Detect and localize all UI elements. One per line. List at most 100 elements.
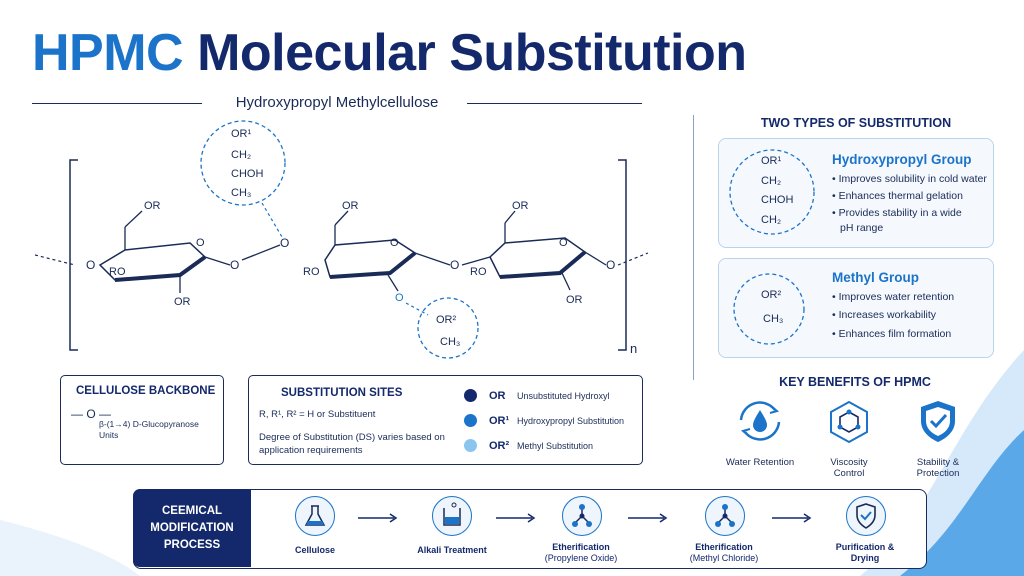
types-heading: TWO TYPES OF SUBSTITUTION: [760, 116, 952, 130]
benefit-water-retention: Water Retention: [725, 398, 795, 473]
subtitle: Hydroxypropyl Methylcellulose: [235, 94, 439, 111]
step-5-circle: [846, 496, 886, 536]
hp-formula-4: CH₂: [761, 214, 782, 226]
step-3-title: Etherification: [552, 542, 610, 552]
me-bullet-2: • Increases workability: [832, 309, 937, 321]
hydroxypropyl-formula-circle: [729, 149, 815, 235]
cellulose-backbone-box: CELLULOSE BACKBONE — O — β-(1→4) D-Gluco…: [60, 375, 224, 465]
chain-end-left: [34, 254, 76, 266]
methyl-formula-circle: [733, 273, 805, 345]
repeat-n: n: [630, 341, 637, 356]
me-label-2: CH₃: [440, 336, 460, 348]
process-step-4: Etherification (Methyl Chloride): [681, 496, 767, 566]
glucose-ring-2: OR O RO O: [303, 200, 451, 304]
bracket-right: [618, 159, 627, 351]
sites-title: SUBSTITUTION SITES: [281, 387, 403, 399]
molecule-icon: [715, 504, 735, 527]
ring2-o: O: [390, 237, 399, 249]
hp-bullet-3: • Provides stability in a wide: [832, 207, 962, 219]
hydroxypropyl-highlight-circle: [200, 120, 286, 206]
sites-line1: R, R¹, R² = H or Substituent: [259, 409, 376, 420]
ring2-ro: RO: [303, 266, 320, 278]
step-4-circle: [705, 496, 745, 536]
substitution-sites-box: SUBSTITUTION SITES R, R¹, R² = H or Subs…: [248, 375, 643, 465]
hp-bullet-2: • Enhances thermal gelation: [832, 190, 963, 202]
glucose-ring-3: OR O RO OR: [470, 200, 607, 306]
step-4-sub: (Methyl Chloride): [689, 553, 759, 563]
hydroxypropyl-title: Hydroxypropyl Group: [832, 152, 972, 167]
flask-icon: [304, 505, 326, 526]
process-step-5: Purification & Drying: [822, 496, 908, 566]
bracket-left: [69, 159, 78, 351]
hp-formula-2: CH₂: [761, 175, 782, 187]
subtitle-row: Hydroxypropyl Methylcellulose: [32, 92, 642, 114]
step-2-circle: [432, 496, 472, 536]
process-heading: CEEMICAL MODIFICATION PROCESS: [133, 489, 251, 567]
step-5-label: Purification & Drying: [822, 542, 908, 564]
hp-label-2: CH₂: [231, 149, 251, 161]
arrow-1-icon: [358, 513, 398, 523]
o-link-left: O: [86, 258, 95, 272]
step-2-label: Alkali Treatment: [417, 545, 487, 555]
o-link-3: O: [450, 258, 459, 272]
step-4-title: Etherification: [695, 542, 753, 552]
ring2-or-top: OR: [342, 200, 359, 212]
benefit-label-1: Water Retention: [725, 457, 795, 468]
title-hpmc: HPMC: [32, 24, 184, 82]
legend-label-1: Unsubstituted Hydroxyl: [517, 391, 610, 401]
benefit-label-2: Viscosity Control: [830, 457, 868, 479]
ring2-o-methyl: O: [395, 292, 404, 304]
me-formula-1: OR²: [761, 289, 782, 301]
methyl-card: OR² CH₃ Methyl Group • Improves water re…: [718, 258, 994, 358]
legend-code-2: OR¹: [489, 415, 510, 427]
step-5-sub: Drying: [850, 553, 880, 563]
step-4-label: Etherification (Methyl Chloride): [681, 542, 767, 564]
sites-line2: Degree of Substitution (DS) varies based…: [259, 432, 445, 456]
methyl-highlight-circle: [417, 297, 479, 359]
legend-label-2: Hydroxypropyl Substitution: [517, 416, 625, 426]
o-link-right: O: [606, 258, 615, 272]
ring1-ro: RO: [109, 266, 126, 278]
ring1-or-bottom: OR: [174, 296, 191, 308]
title-main: Molecular Substitution: [197, 24, 747, 82]
ring3-o: O: [559, 237, 568, 249]
legend-dot-or: [464, 389, 477, 402]
shield-check-icon: [856, 503, 876, 529]
ring3-ro: RO: [470, 266, 487, 278]
me-bullet-3: • Enhances film formation: [832, 328, 952, 340]
step-3-circle: [562, 496, 602, 536]
beaker-icon: [443, 502, 461, 526]
glucose-ring-1: OR O RO OR: [98, 200, 231, 308]
o-link-1: O: [230, 258, 239, 272]
page-title: HPMC Molecular Substitution: [32, 18, 747, 88]
legend-code-3: OR²: [489, 440, 510, 452]
subtitle-rule-right: [467, 103, 642, 104]
o-link-2: O: [280, 236, 289, 250]
me-label-1: OR²: [436, 314, 457, 326]
step-3-label: Etherification (Propylene Oxide): [538, 542, 624, 564]
backbone-title: CELLULOSE BACKBONE: [76, 385, 216, 397]
hp-label-1: OR¹: [231, 128, 252, 140]
ring3-or-bottom: OR: [566, 294, 583, 306]
process-bar: [133, 489, 927, 569]
step-3-sub: (Propylene Oxide): [544, 553, 618, 563]
process-title: CEEMICAL MODIFICATION PROCESS: [150, 504, 234, 551]
step-1-circle: [295, 496, 335, 536]
arrow-4-icon: [772, 513, 812, 523]
process-step-2: Alkali Treatment: [410, 496, 494, 564]
hp-label-4: CH₃: [231, 187, 251, 199]
backbone-symbol: — O —: [71, 407, 112, 421]
viscosity-icon: [830, 400, 868, 444]
me-bullet-1: • Improves water retention: [832, 291, 955, 303]
legend-code-1: OR: [489, 390, 506, 402]
hydroxypropyl-card: OR¹ CH₂ CHOH CH₂ Hydroxypropyl Group • I…: [718, 138, 994, 248]
cellulose-structure-diagram: n O OR O RO OR O O OR¹ CH₂ CHOH CH₃ OR O…: [34, 120, 649, 359]
ring1-or-top: OR: [144, 200, 161, 212]
step-5-title: Purification &: [835, 542, 895, 552]
subtitle-rule-left: [32, 103, 202, 104]
panel-divider: [693, 115, 694, 380]
ring3-or-top: OR: [512, 200, 529, 212]
hp-bullet-1: • Improves solubility in cold water: [832, 173, 987, 185]
benefit-stability: Stability & Protection: [906, 398, 970, 479]
